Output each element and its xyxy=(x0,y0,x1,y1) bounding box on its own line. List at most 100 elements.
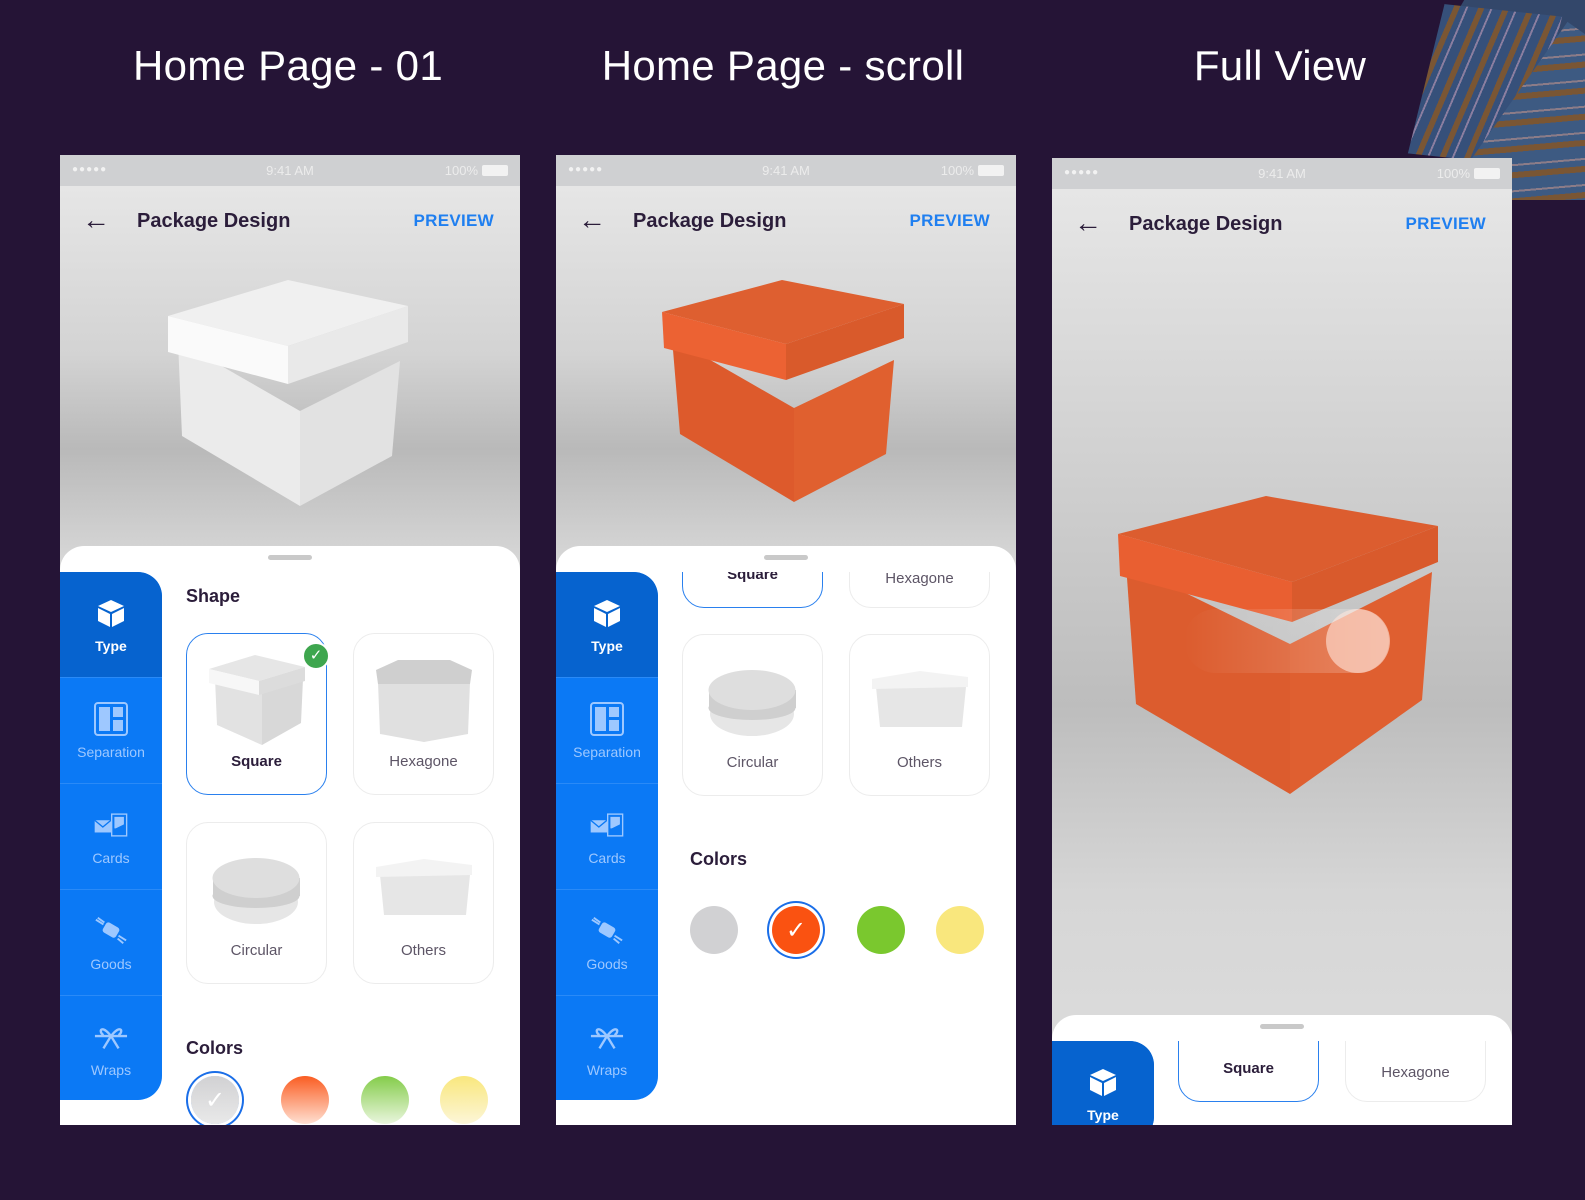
shape-heading: Shape xyxy=(186,586,241,606)
rail-label: Type xyxy=(95,637,127,654)
rail-item-cards[interactable]: Cards xyxy=(60,784,162,890)
flat-box-icon xyxy=(374,837,474,942)
rail-label: Separation xyxy=(77,743,145,760)
shape-label: Others xyxy=(400,942,446,959)
rail-item-wraps[interactable]: Wraps xyxy=(60,996,162,1100)
sheet-grabber[interactable] xyxy=(1260,1024,1304,1029)
rail-label: Cards xyxy=(588,849,626,866)
shape-label: Square xyxy=(231,753,282,770)
shape-card-others[interactable]: Others xyxy=(849,634,990,796)
color-swatch-green[interactable] xyxy=(857,906,905,954)
status-time: 9:41 AM xyxy=(1258,166,1306,181)
page-title: Package Design xyxy=(137,210,291,232)
shape-label: Hexagone xyxy=(1381,1064,1450,1081)
rail-item-separation[interactable]: Separation xyxy=(556,678,658,784)
navbar: ← Package Design PREVIEW xyxy=(60,186,520,258)
shape-content-scrolled: Square Hexagone Circular Others Colors ✓ xyxy=(682,572,992,1125)
sheet-grabber[interactable] xyxy=(268,555,312,560)
status-bar: ●●●●● 9:41 AM 100% xyxy=(60,155,520,186)
category-rail: Type Separation Cards Goods Wraps xyxy=(60,572,162,1100)
shape-label: Hexagone xyxy=(885,572,954,587)
battery-percent: 100% xyxy=(940,163,974,178)
flat-box-icon xyxy=(870,649,970,754)
shape-content-peek: Square Hexagone xyxy=(1178,1041,1488,1125)
screen-heading-home: Home Page - 01 xyxy=(132,42,444,89)
cards-icon xyxy=(94,808,128,842)
rail-label: Wraps xyxy=(586,1062,628,1078)
circular-box-icon xyxy=(705,649,800,754)
back-arrow-icon[interactable]: ← xyxy=(82,204,110,235)
shape-label: Hexagone xyxy=(389,753,458,770)
rail-label: Cards xyxy=(92,849,130,866)
shape-card-others[interactable]: Others xyxy=(353,822,494,984)
signal-icon: ●●●●● xyxy=(72,164,108,175)
phone-full-view: ●●●●● 9:41 AM 100% ← Package Design PREV… xyxy=(1052,158,1512,1125)
box-preview-orange[interactable] xyxy=(658,278,908,508)
status-bar: ●●●●● 9:41 AM 100% xyxy=(556,155,1016,186)
rail-label: Type xyxy=(591,637,623,654)
preview-button[interactable]: PREVIEW xyxy=(1405,214,1486,233)
rail-item-type[interactable]: Type xyxy=(60,572,162,678)
color-swatch-yellow[interactable] xyxy=(936,906,984,954)
battery-icon xyxy=(482,165,508,176)
color-swatch-grey[interactable] xyxy=(690,906,738,954)
shape-card-hexagone[interactable]: Hexagone xyxy=(353,633,494,795)
shape-card-square[interactable]: ✓ Square xyxy=(186,633,330,795)
phone-scroll: ●●●●● 9:41 AM 100% ← Package Design PREV… xyxy=(556,155,1016,1125)
shape-card-hexagone[interactable]: Hexagone xyxy=(1345,1041,1486,1102)
color-swatch-green[interactable] xyxy=(361,1076,409,1124)
rail-item-goods[interactable]: Goods xyxy=(556,890,658,996)
layout-icon xyxy=(590,701,624,736)
rail-label: Wraps xyxy=(90,1062,132,1078)
cube-icon xyxy=(94,596,128,630)
page-title: Package Design xyxy=(633,210,787,232)
bottom-sheet: Type Separation Cards Goods Wraps xyxy=(556,546,1016,1125)
navbar: ← Package Design PREVIEW xyxy=(1052,189,1512,261)
shape-card-square[interactable]: Square xyxy=(682,572,823,608)
circular-box-icon xyxy=(209,837,304,942)
rail-item-type[interactable]: Type xyxy=(556,572,658,678)
cube-icon xyxy=(1086,1065,1120,1099)
color-swatch-grey[interactable]: ✓ xyxy=(191,1076,239,1124)
box-preview-orange-large[interactable] xyxy=(1116,494,1441,799)
bottom-sheet-collapsed: Type Square Hexagone xyxy=(1052,1015,1512,1125)
back-arrow-icon[interactable]: ← xyxy=(1074,207,1102,238)
rail-item-separation[interactable]: Separation xyxy=(60,678,162,784)
rail-item-type[interactable]: Type xyxy=(1052,1041,1154,1125)
rail-item-wraps[interactable]: Wraps xyxy=(556,996,658,1100)
color-swatch-orange[interactable] xyxy=(281,1076,329,1124)
phone-home: ●●●●● 9:41 AM 100% ← Package Design PREV… xyxy=(60,155,520,1125)
preview-button[interactable]: PREVIEW xyxy=(413,211,494,230)
signal-icon: ●●●●● xyxy=(568,164,604,175)
shape-card-square[interactable]: Square xyxy=(1178,1041,1319,1102)
rail-label: Goods xyxy=(586,955,628,972)
rail-item-goods[interactable]: Goods xyxy=(60,890,162,996)
rotate-gesture-knob[interactable] xyxy=(1326,609,1390,673)
battery-percent: 100% xyxy=(1436,166,1470,181)
box-preview-white[interactable] xyxy=(160,276,410,516)
rail-label: Separation xyxy=(573,743,641,760)
layout-icon xyxy=(94,701,128,736)
shape-card-circular[interactable]: Circular xyxy=(186,822,327,984)
shape-card-circular[interactable]: Circular xyxy=(682,634,823,796)
sheet-grabber[interactable] xyxy=(764,555,808,560)
battery-icon xyxy=(1474,168,1500,179)
preview-button[interactable]: PREVIEW xyxy=(909,211,990,230)
color-swatch-orange[interactable]: ✓ xyxy=(772,906,820,954)
rail-item-cards[interactable]: Cards xyxy=(556,784,658,890)
back-arrow-icon[interactable]: ← xyxy=(578,204,606,235)
shape-label: Others xyxy=(896,754,942,771)
check-icon: ✓ xyxy=(204,1086,226,1114)
shape-card-hexagone[interactable]: Hexagone xyxy=(849,572,990,608)
color-swatch-yellow[interactable] xyxy=(440,1076,488,1124)
colors-heading: Colors xyxy=(690,849,748,869)
category-rail: Type xyxy=(1052,1041,1154,1125)
check-icon: ✓ xyxy=(302,642,330,670)
candy-icon xyxy=(94,914,128,948)
bottom-sheet: Type Separation Cards Goods Wraps xyxy=(60,546,520,1125)
status-time: 9:41 AM xyxy=(762,163,810,178)
hexagon-box-icon xyxy=(374,648,474,753)
bow-icon xyxy=(590,1020,624,1054)
status-bar: ●●●●● 9:41 AM 100% xyxy=(1052,158,1512,189)
page-title: Package Design xyxy=(1129,213,1283,235)
